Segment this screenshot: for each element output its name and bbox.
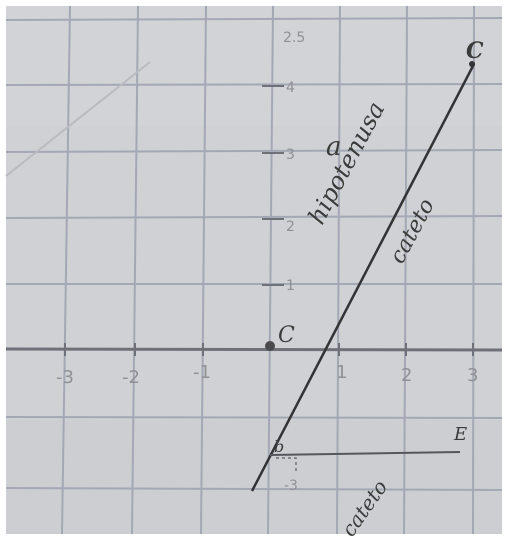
y-label-top: 2.5: [283, 30, 305, 46]
label-neg3-bottom: -3: [284, 478, 298, 494]
origin-point: [265, 341, 275, 351]
label-cateto-diagonal: cateto: [385, 195, 440, 268]
y-label-2: 2: [286, 219, 295, 235]
x-label-neg1: -1: [193, 362, 211, 383]
label-hipotenusa: hipotenusa: [303, 97, 391, 229]
label-e: E: [453, 424, 467, 445]
label-b: b: [274, 437, 284, 456]
point-c: [469, 61, 475, 67]
x-label-2: 2: [401, 365, 412, 386]
label-cateto-bottom: cateto: [336, 475, 392, 538]
hypotenuse-line: [250, 63, 476, 492]
faint-diagonal: [5, 61, 151, 177]
cateto-horizontal-line: [269, 451, 461, 456]
y-label-3: 3: [286, 147, 295, 163]
vertical-grid-lines: [61, 5, 475, 535]
label-c-top: C: [466, 38, 484, 64]
x-label-neg2: -2: [122, 367, 140, 388]
x-axis: [5, 347, 503, 352]
y-label-4: 4: [286, 80, 295, 96]
x-label-neg3: -3: [56, 367, 74, 388]
label-a: a: [326, 132, 342, 162]
horizontal-grid-lines: [5, 17, 503, 491]
x-label-3: 3: [467, 365, 478, 386]
x-label-1: 1: [336, 362, 347, 383]
label-origin-c: C: [278, 323, 295, 348]
y-label-1: 1: [286, 278, 295, 294]
